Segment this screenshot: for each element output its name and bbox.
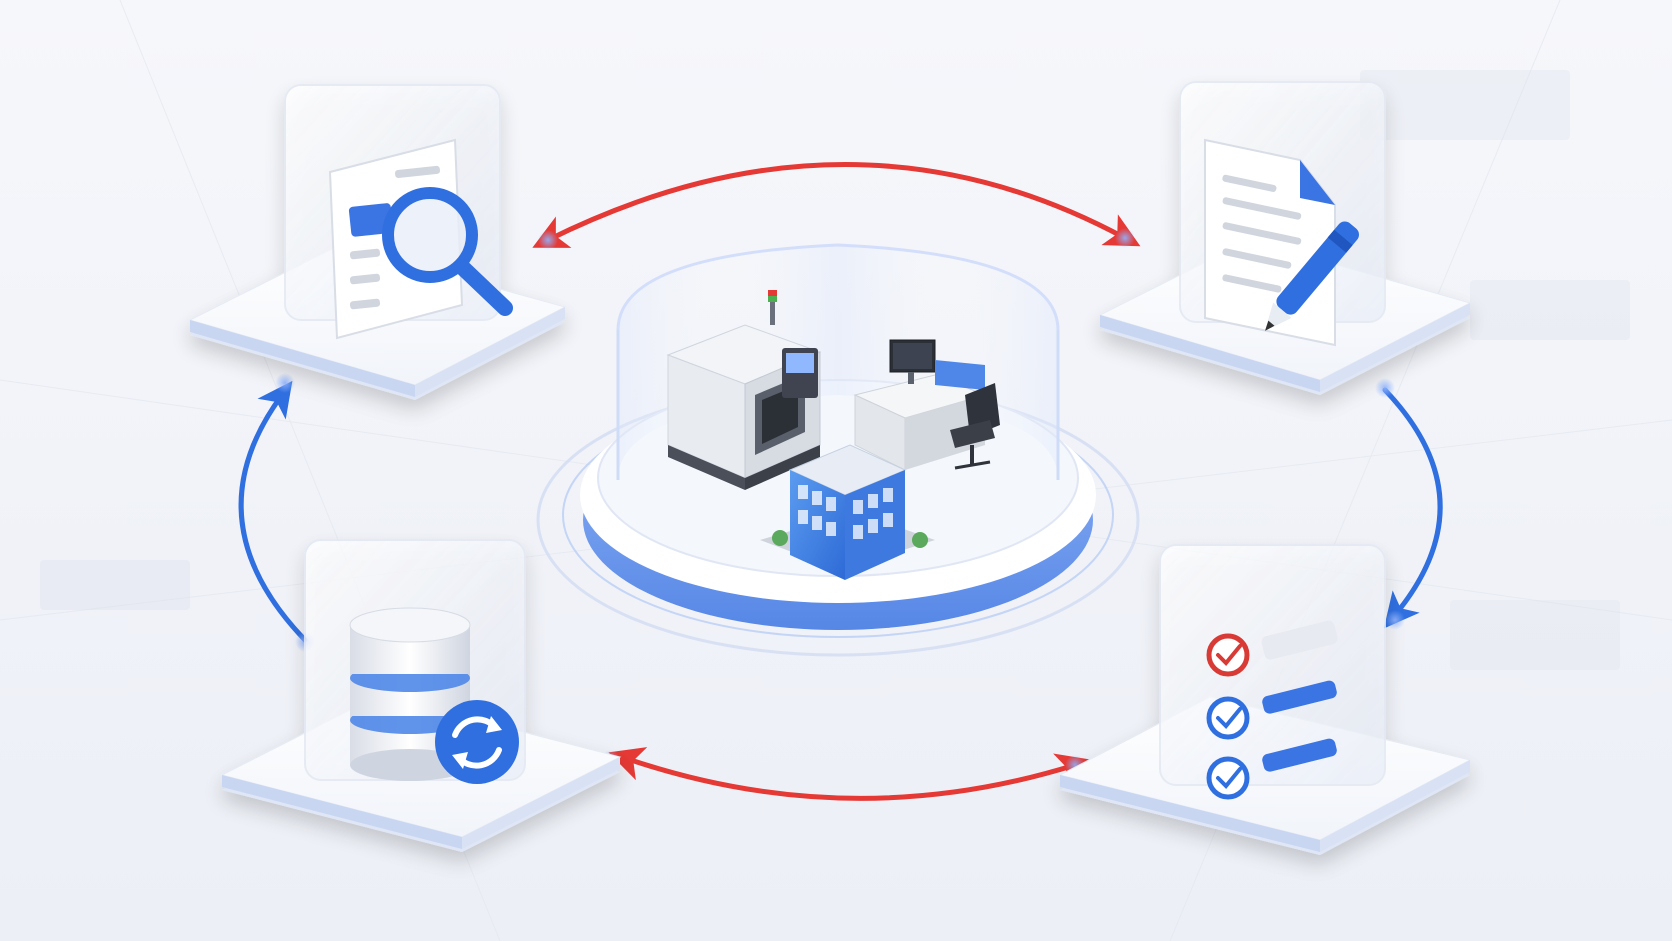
document-edit-icon xyxy=(1204,138,1359,347)
flow-arrows xyxy=(238,162,1443,801)
office-desk-icon xyxy=(853,339,1000,471)
office-building-icon xyxy=(760,444,935,580)
document-search-icon xyxy=(328,138,513,340)
arrow-review-to-write xyxy=(532,162,1141,248)
arrow-write-to-checklist xyxy=(1382,387,1443,629)
cnc-machine-icon xyxy=(666,290,822,490)
arrow-datasync-to-review xyxy=(238,380,308,643)
background-dots xyxy=(40,70,1630,670)
central-hub xyxy=(536,243,1140,657)
checklist-icon xyxy=(1206,620,1338,800)
arrow-checklist-to-datasync xyxy=(608,747,1092,801)
database-sync-icon xyxy=(349,607,519,784)
